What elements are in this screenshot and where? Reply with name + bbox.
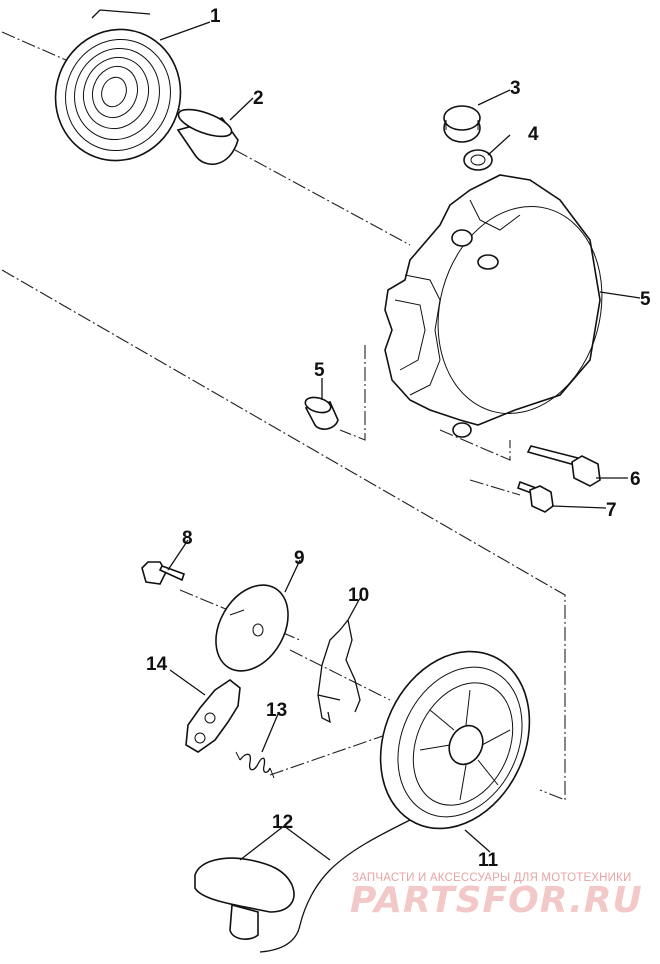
short-bolt-part [516, 480, 554, 513]
callout-7: 7 [606, 500, 617, 521]
leader-lines [159, 21, 641, 861]
collar-part [304, 396, 339, 430]
callout-11: 11 [478, 850, 499, 871]
rope-handle-part [194, 819, 411, 953]
callout-labels: 1 2 3 4 5 5 6 7 8 9 10 11 12 13 14 [146, 6, 651, 871]
callout-1: 1 [210, 6, 221, 27]
watermark: ЗАПЧАСТИ И АКСЕССУАРЫ ДЛЯ МОТОТЕХНИКИ PA… [350, 872, 643, 921]
callout-8: 8 [182, 528, 193, 549]
watermark-brand: PARTSFOR.RU [350, 880, 643, 921]
callout-14: 14 [146, 654, 168, 675]
ratchet-pawl-part [185, 679, 241, 753]
spring-clip-part [317, 619, 361, 724]
callout-5-housing: 5 [640, 289, 651, 310]
callout-10: 10 [348, 585, 369, 606]
long-bolt-part [526, 445, 601, 487]
washer-part [463, 149, 493, 171]
callout-12: 12 [272, 812, 293, 833]
starter-housing-part [384, 174, 603, 438]
callout-6: 6 [630, 469, 641, 490]
callout-5-collar: 5 [314, 360, 325, 381]
callout-4: 4 [528, 124, 539, 145]
rope-reel-part [379, 650, 531, 830]
spiral-spring-part [54, 9, 182, 162]
callout-2: 2 [253, 88, 264, 109]
callout-13: 13 [266, 700, 287, 721]
callout-3: 3 [510, 78, 521, 99]
cap-part [443, 105, 481, 143]
friction-plate-part [215, 584, 289, 672]
bushing-part [176, 108, 239, 165]
flange-bolt-part [141, 561, 186, 585]
callout-9: 9 [294, 548, 305, 569]
watermark-tagline: ЗАПЧАСТИ И АКСЕССУАРЫ ДЛЯ МОТОТЕХНИКИ [352, 872, 632, 884]
coil-spring-part [235, 751, 275, 779]
